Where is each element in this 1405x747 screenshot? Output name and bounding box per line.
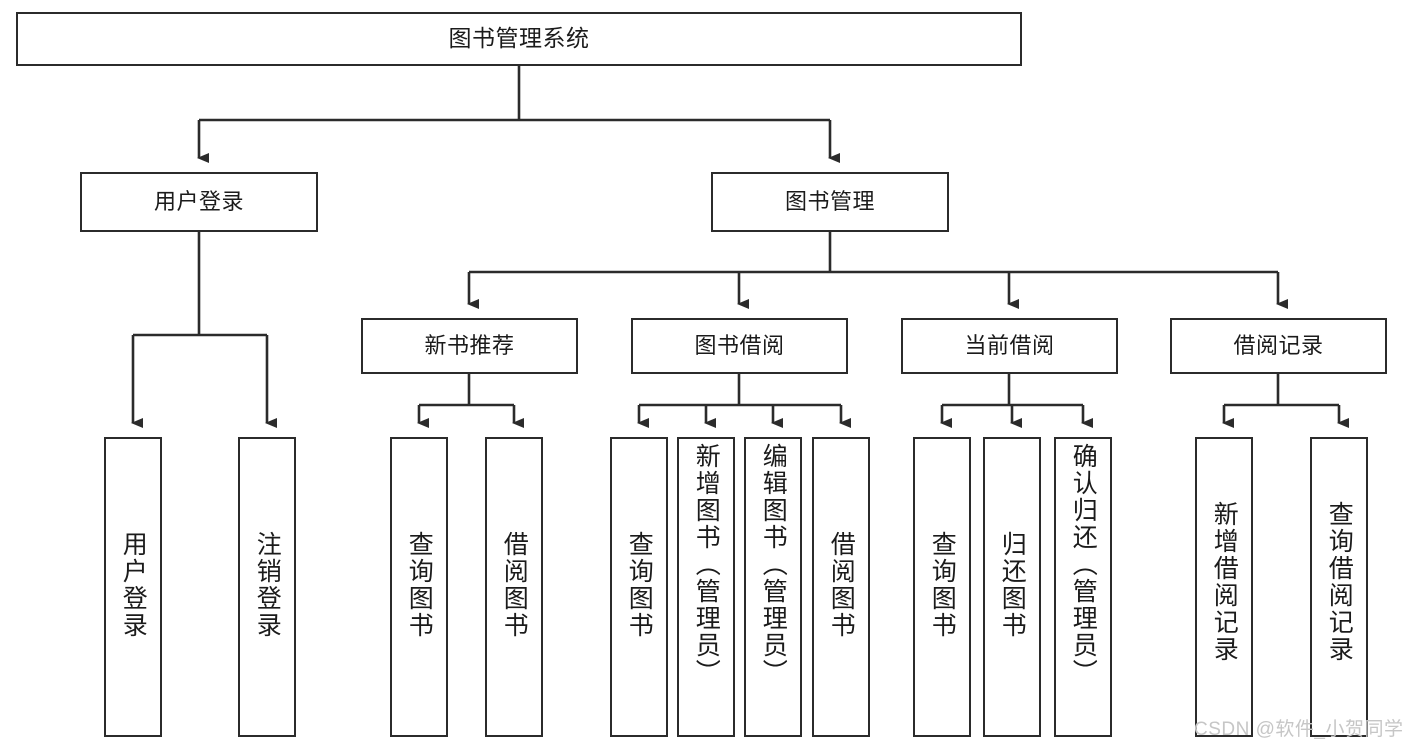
- node-label: 新增图书（管理员）: [692, 443, 721, 686]
- leaf-confirm-return-admin[interactable]: 确认归还（管理员）: [1054, 437, 1112, 737]
- node-label: 新书推荐: [424, 332, 515, 358]
- csdn-watermark: CSDN @软件_小贺同学: [1194, 719, 1404, 740]
- node-label: 当前借阅: [964, 332, 1055, 358]
- node-label: 图书管理: [784, 188, 875, 214]
- leaf-edit-book-admin[interactable]: 编辑图书（管理员）: [744, 437, 802, 737]
- node-borrow-records[interactable]: 借阅记录: [1170, 318, 1387, 374]
- node-book-management[interactable]: 图书管理: [711, 172, 949, 232]
- node-book-borrow[interactable]: 图书借阅: [631, 318, 848, 374]
- leaf-query-books-current[interactable]: 查询图书: [913, 437, 971, 737]
- node-label: 用户登录: [153, 188, 244, 214]
- node-label: 查询图书: [405, 531, 434, 639]
- node-root-system[interactable]: 图书管理系统: [16, 12, 1022, 66]
- leaf-return-books[interactable]: 归还图书: [983, 437, 1041, 737]
- node-label: 确认归还（管理员）: [1069, 443, 1098, 686]
- node-new-book-recommend[interactable]: 新书推荐: [361, 318, 578, 374]
- node-label: 注销登录: [253, 531, 282, 639]
- leaf-query-books-recommend[interactable]: 查询图书: [390, 437, 448, 737]
- node-label: 编辑图书（管理员）: [759, 443, 788, 686]
- leaf-user-login[interactable]: 用户登录: [104, 437, 162, 737]
- node-label: 用户登录: [119, 531, 148, 639]
- leaf-add-borrow-record[interactable]: 新增借阅记录: [1195, 437, 1253, 737]
- node-label: 查询图书: [928, 531, 957, 639]
- node-label: 归还图书: [998, 531, 1027, 639]
- node-label: 新增借阅记录: [1210, 501, 1239, 663]
- leaf-borrow-books[interactable]: 借阅图书: [812, 437, 870, 737]
- node-user-login[interactable]: 用户登录: [80, 172, 318, 232]
- node-label: 借阅图书: [827, 531, 856, 639]
- leaf-logout[interactable]: 注销登录: [238, 437, 296, 737]
- node-label: 图书管理系统: [448, 25, 590, 52]
- node-label: 借阅记录: [1233, 332, 1324, 358]
- leaf-query-borrow-record[interactable]: 查询借阅记录: [1310, 437, 1368, 737]
- leaf-borrow-books-recommend[interactable]: 借阅图书: [485, 437, 543, 737]
- leaf-query-books-borrow[interactable]: 查询图书: [610, 437, 668, 737]
- node-label: 查询图书: [625, 531, 654, 639]
- node-label: 查询借阅记录: [1325, 501, 1354, 663]
- node-label: 借阅图书: [500, 531, 529, 639]
- node-label: 图书借阅: [694, 332, 785, 358]
- node-current-borrow[interactable]: 当前借阅: [901, 318, 1118, 374]
- leaf-add-book-admin[interactable]: 新增图书（管理员）: [677, 437, 735, 737]
